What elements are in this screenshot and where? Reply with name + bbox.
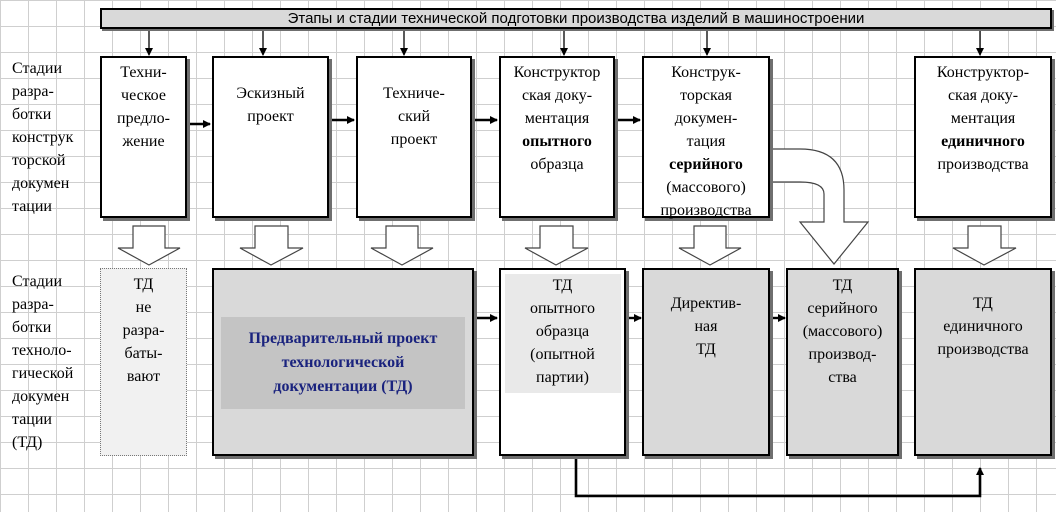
design-stage-text: производства [937,156,1029,173]
design-stage-technical-proposal: Техни- ческое предло- жение [100,56,187,218]
design-stage-text: Конструктор- ская доку- ментация [936,64,1030,127]
hollow-arrow-5 [678,225,742,266]
hollow-arrow-2 [239,225,304,266]
hollow-down-arrows [117,148,1017,266]
hollow-arrow-3 [370,225,434,266]
preliminary-project-panel: Предварительный проект технологической д… [221,317,465,409]
hollow-curved-arrow [771,148,870,265]
title-down-arrows [145,30,984,56]
design-stage-text: (массового) производства [660,179,752,219]
row-label-design: Стадии разра- ботки конструк торской док… [12,60,74,215]
row-label-technology: Стадии разра- ботки техноло- гической до… [12,273,74,451]
tech-stage-directive-td: Директив- ная ТД [642,268,770,456]
tech-stage-serial-td: ТД серийного (массового) производ- ства [786,268,899,456]
tech-stage-text: ТД единичного производства [937,295,1029,358]
design-flow-arrows [188,116,641,128]
hollow-arrow-1 [117,225,181,266]
bottom-connector [574,458,984,498]
design-stage-text: Техни- ческое предло- жение [117,64,170,150]
design-stage-prototype-docs: Конструктор ская доку- ментация опытного… [499,56,615,218]
design-stage-bold-text: опытного [522,133,592,150]
tech-stage-single-td: ТД единичного производства [914,268,1052,456]
design-stage-serial-docs: Конструк- торская докумен- тация серийно… [642,56,770,219]
design-stage-technical-project: Техниче- ский проект [356,56,472,218]
tech-stage-prototype-td: ТД опытного образца (опытной партии) [499,268,626,456]
hollow-arrow-4 [524,225,589,266]
design-stage-text: Конструктор ская доку- ментация [513,64,601,127]
tech-stage-text: Директив- ная ТД [670,295,742,358]
tech-stage-text: ТД опытного образца (опытной партии) [504,274,621,393]
design-stage-text: образца [530,156,584,173]
design-stage-text: Конструк- торская докумен- тация [671,64,741,150]
design-stage-single-docs: Конструктор- ская доку- ментация единичн… [914,56,1052,218]
diagram-title: Этапы и стадии технической подготовки пр… [100,8,1052,29]
hollow-arrow-6 [952,225,1017,266]
design-stage-draft-project: Эскизный проект [212,56,329,218]
design-stage-bold-text: серийного [669,156,743,173]
tech-stage-text: ТД не разра- баты- вают [122,276,165,385]
tech-stage-text: ТД серийного (массового) производ- ства [802,277,883,386]
design-stage-text: Техниче- ский проект [383,85,445,148]
tech-stage-not-developed: ТД не разра- баты- вают [100,268,187,456]
design-stage-bold-text: единичного [941,133,1025,150]
design-stage-text: Эскизный проект [236,85,305,125]
